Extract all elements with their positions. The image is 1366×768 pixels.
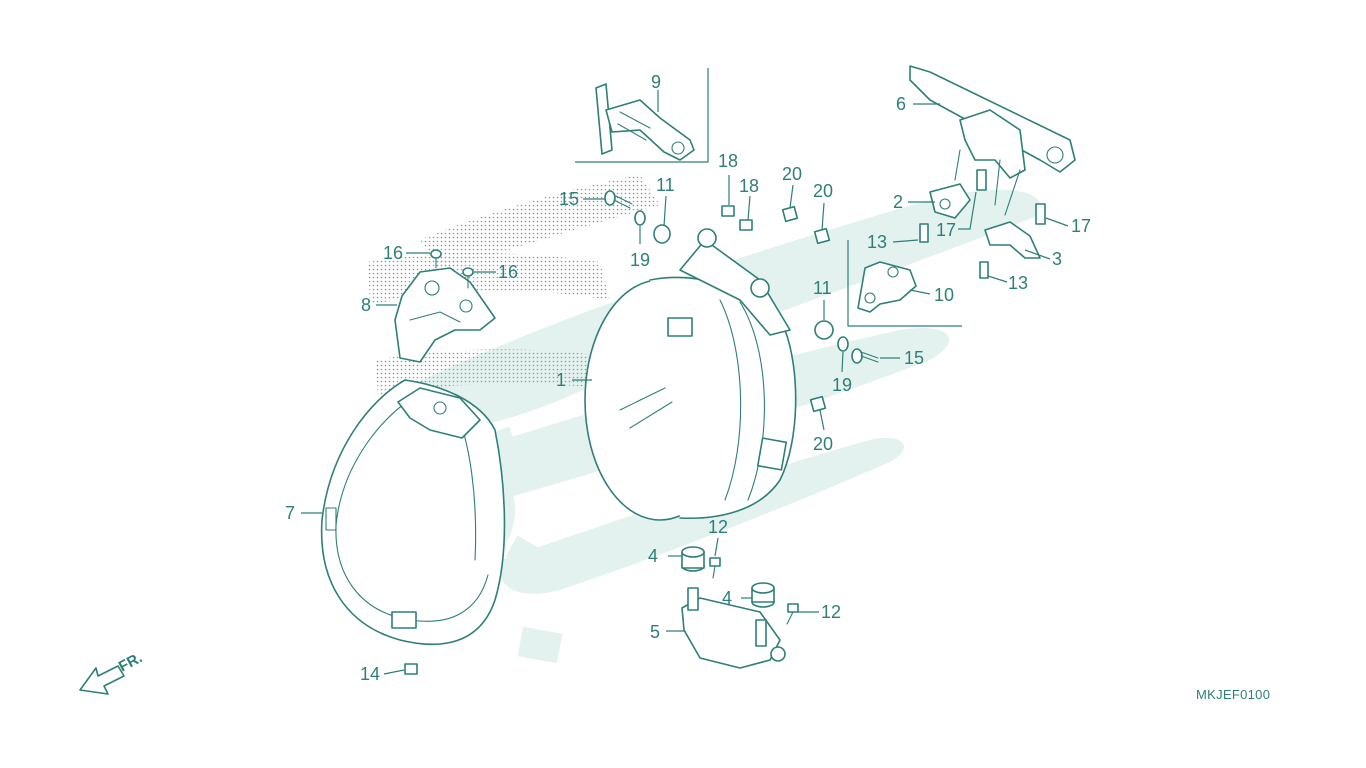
front-direction-arrow: FR. xyxy=(79,649,145,695)
screw-part-16 xyxy=(430,249,474,289)
callout-12a: 12 xyxy=(708,517,728,537)
grommet-part-4 xyxy=(681,546,775,608)
nut-part-14 xyxy=(404,663,418,675)
leader-lines xyxy=(301,90,1069,675)
callout-18a: 18 xyxy=(718,151,738,171)
mount-stay-part-8 xyxy=(394,267,496,363)
bracket-part-9 xyxy=(575,68,709,163)
callout-1: 1 xyxy=(556,370,566,390)
callout-5: 5 xyxy=(650,622,660,642)
callout-8: 8 xyxy=(361,295,371,315)
callout-15b: 15 xyxy=(904,348,924,368)
callout-12b: 12 xyxy=(821,602,841,622)
bolt-part-13 xyxy=(919,223,989,279)
bridge-bracket-part-6 xyxy=(909,65,1076,216)
callout-17b: 17 xyxy=(1071,216,1091,236)
washer-part-19 xyxy=(634,210,849,352)
callout-16a: 16 xyxy=(383,243,403,263)
bracket-part-3 xyxy=(984,221,1041,259)
bracket-part-10 xyxy=(847,240,962,327)
callout-16b: 16 xyxy=(498,262,518,282)
clip-nut-part-20 xyxy=(781,205,831,413)
callout-10: 10 xyxy=(934,285,954,305)
lower-stay-part-5 xyxy=(681,587,786,669)
arrow-left-icon xyxy=(79,665,125,695)
callout-4a: 4 xyxy=(648,546,658,566)
nut-part-18 xyxy=(721,205,753,231)
callout-13b: 13 xyxy=(1008,273,1028,293)
callout-2: 2 xyxy=(893,192,903,212)
bolt-part-12 xyxy=(709,557,799,625)
callout-20b: 20 xyxy=(813,181,833,201)
callout-9: 9 xyxy=(651,72,661,92)
callout-7: 7 xyxy=(285,503,295,523)
callout-19a: 19 xyxy=(630,250,650,270)
callout-20c: 20 xyxy=(813,434,833,454)
callout-11b: 11 xyxy=(813,278,832,298)
bolt-part-17 xyxy=(976,169,1046,225)
callout-14: 14 xyxy=(360,664,380,684)
callout-13a: 13 xyxy=(867,232,887,252)
diagram-code: MKJEF0100 xyxy=(1196,687,1271,702)
callout-3: 3 xyxy=(1052,249,1062,269)
callout-6: 6 xyxy=(896,94,906,114)
callout-19b: 19 xyxy=(832,375,852,395)
headlight-unit-part-1 xyxy=(584,228,797,521)
callout-17a: 17 xyxy=(936,220,956,240)
bracket-part-2 xyxy=(929,183,971,219)
callout-11a: 11 xyxy=(656,175,675,195)
callout-18b: 18 xyxy=(739,176,759,196)
headlight-rim-part-7 xyxy=(320,379,506,646)
callout-15a: 15 xyxy=(559,189,579,209)
callout-4b: 4 xyxy=(722,588,732,608)
collar-part-11 xyxy=(653,224,834,340)
callout-labels: 9 6 2 3 4 4 5 7 8 10 11 11 12 12 13 13 1… xyxy=(285,72,1091,684)
bolt-part-15 xyxy=(604,190,879,364)
callout-20a: 20 xyxy=(782,164,802,184)
